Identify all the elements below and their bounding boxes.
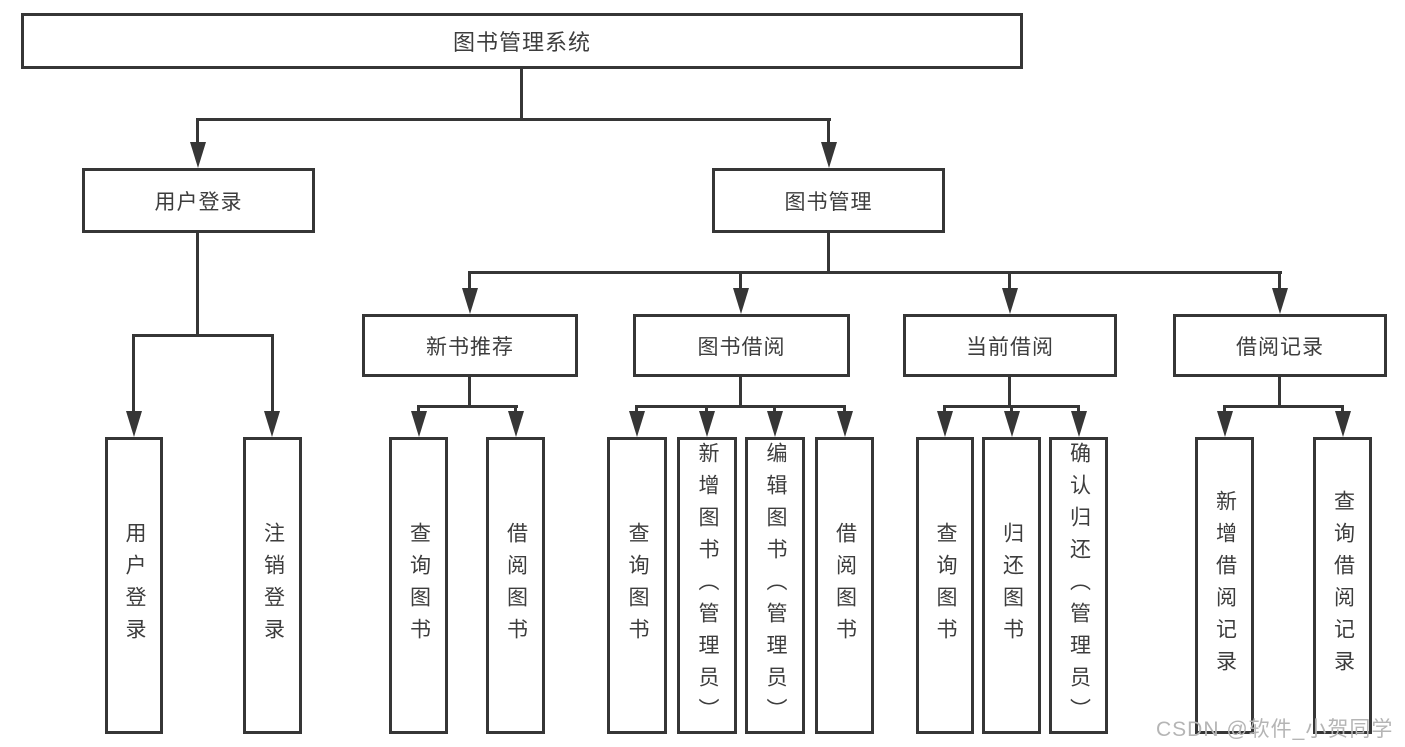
arrowhead-borrow-books-2	[837, 411, 853, 437]
node-leaf-return-book: 归还图书	[982, 437, 1041, 734]
arrowhead-borrow-books-1	[508, 411, 524, 437]
connector-drop-leaf-logout	[271, 334, 274, 413]
arrowhead-add-borrow-record	[1217, 411, 1233, 437]
arrowhead-edit-book	[767, 411, 783, 437]
node-leaf-add-book: 新增图书（管理员）	[677, 437, 737, 734]
connector-root-stem	[520, 69, 523, 120]
node-leaf-return-book-label: 归还图书	[1000, 521, 1024, 650]
connector-drop-borrow-books-1	[514, 405, 517, 415]
connector-new-book-rec-bar	[417, 405, 518, 408]
node-leaf-query-books-1-label: 查询图书	[407, 521, 431, 650]
node-leaf-add-book-label: 新增图书（管理员）	[696, 441, 719, 730]
connector-drop-query-books-1	[417, 405, 420, 415]
connector-user-login-bar	[132, 334, 274, 337]
node-current-borrow: 当前借阅	[903, 314, 1117, 377]
arrowhead-book-borrow	[733, 288, 749, 314]
node-borrow-records: 借阅记录	[1173, 314, 1387, 377]
node-leaf-query-books-3: 查询图书	[916, 437, 974, 734]
arrowhead-query-books-1	[411, 411, 427, 437]
node-leaf-confirm-return-label: 确认归还（管理员）	[1067, 441, 1091, 730]
node-book-borrow-label: 图书借阅	[697, 335, 786, 359]
connector-drop-query-borrow-record	[1341, 405, 1344, 415]
arrowhead-borrow-records	[1272, 288, 1288, 314]
node-book-borrow: 图书借阅	[633, 314, 850, 377]
connector-drop-book-borrow	[739, 271, 742, 290]
node-root: 图书管理系统	[21, 13, 1023, 69]
arrowhead-leaf-user-login	[126, 411, 142, 437]
connector-borrow-records-stem	[1278, 377, 1281, 408]
connector-drop-new-book-rec	[468, 271, 471, 290]
connector-book-mgmt-stem	[827, 233, 830, 274]
connector-user-login-stem	[196, 233, 199, 337]
connector-book-mgmt-bar	[468, 271, 1282, 274]
arrowhead-user-login	[190, 142, 206, 168]
node-leaf-borrow-books-2-label: 借阅图书	[833, 521, 857, 650]
node-leaf-add-borrow-record-label: 新增借阅记录	[1213, 489, 1237, 682]
arrowhead-new-book-rec	[462, 288, 478, 314]
connector-drop-edit-book	[773, 405, 776, 415]
node-leaf-query-books-2-label: 查询图书	[626, 521, 649, 650]
connector-book-borrow-bar	[635, 405, 846, 408]
arrowhead-current-borrow	[1002, 288, 1018, 314]
node-new-book-rec: 新书推荐	[362, 314, 578, 377]
node-leaf-borrow-books-1: 借阅图书	[486, 437, 545, 734]
connector-drop-query-books-3	[943, 405, 946, 415]
csdn-watermark: CSDN @软件_小贺同学	[1156, 718, 1394, 741]
node-leaf-logout: 注销登录	[243, 437, 302, 734]
node-leaf-edit-book-label: 编辑图书（管理员）	[764, 441, 787, 730]
node-leaf-edit-book: 编辑图书（管理员）	[745, 437, 805, 734]
node-leaf-borrow-books-2: 借阅图书	[815, 437, 874, 734]
connector-drop-query-books-2	[635, 405, 638, 415]
arrowhead-leaf-logout	[264, 411, 280, 437]
connector-new-book-rec-stem	[468, 377, 471, 408]
node-leaf-add-borrow-record: 新增借阅记录	[1195, 437, 1254, 734]
node-leaf-logout-label: 注销登录	[261, 521, 285, 650]
node-leaf-query-borrow-record: 查询借阅记录	[1313, 437, 1372, 734]
node-new-book-rec-label: 新书推荐	[426, 335, 514, 359]
node-leaf-confirm-return: 确认归还（管理员）	[1049, 437, 1108, 734]
node-leaf-query-borrow-record-label: 查询借阅记录	[1331, 489, 1355, 682]
connector-drop-confirm-return	[1077, 405, 1080, 415]
connector-drop-book-mgmt	[827, 118, 830, 146]
connector-drop-add-borrow-record	[1223, 405, 1226, 415]
connector-current-borrow-stem	[1008, 377, 1011, 408]
node-user-login: 用户登录	[82, 168, 315, 233]
connector-borrow-records-bar	[1223, 405, 1344, 408]
node-leaf-query-books-1: 查询图书	[389, 437, 448, 734]
node-user-login-label: 用户登录	[154, 190, 243, 214]
node-root-label: 图书管理系统	[452, 30, 591, 55]
node-book-mgmt-label: 图书管理	[784, 190, 873, 214]
arrowhead-book-mgmt	[821, 142, 837, 168]
connector-drop-return-book	[1010, 405, 1013, 415]
arrowhead-add-book	[699, 411, 715, 437]
arrowhead-confirm-return	[1071, 411, 1087, 437]
node-leaf-user-login-label: 用户登录	[123, 521, 146, 650]
connector-drop-leaf-user-login	[132, 334, 135, 413]
connector-drop-current-borrow	[1008, 271, 1011, 290]
arrowhead-query-books-2	[629, 411, 645, 437]
connector-root-bar	[196, 118, 831, 121]
arrowhead-query-books-3	[937, 411, 953, 437]
connector-book-borrow-stem	[739, 377, 742, 408]
node-leaf-query-books-2: 查询图书	[607, 437, 667, 734]
arrowhead-query-borrow-record	[1335, 411, 1351, 437]
node-leaf-borrow-books-1-label: 借阅图书	[504, 521, 528, 650]
node-leaf-user-login: 用户登录	[105, 437, 163, 734]
node-book-mgmt: 图书管理	[712, 168, 945, 233]
connector-drop-add-book	[705, 405, 708, 415]
node-current-borrow-label: 当前借阅	[966, 335, 1054, 359]
connector-drop-borrow-books-2	[843, 405, 846, 415]
node-leaf-query-books-3-label: 查询图书	[934, 521, 957, 650]
connector-drop-borrow-records	[1278, 271, 1281, 290]
arrowhead-return-book	[1004, 411, 1020, 437]
node-borrow-records-label: 借阅记录	[1236, 335, 1324, 359]
connector-drop-user-login	[196, 118, 199, 146]
